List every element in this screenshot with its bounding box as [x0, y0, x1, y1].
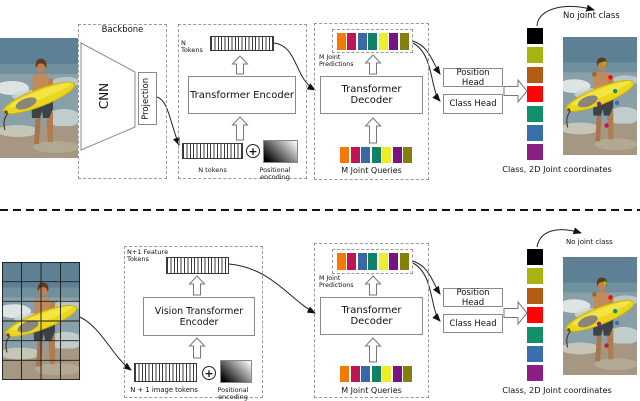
output-class-column-bottom	[527, 249, 543, 382]
vision-transformer-encoder-box: Vision Transformer Encoder	[143, 297, 255, 336]
color-square	[347, 253, 356, 270]
output-class-column-top	[527, 28, 543, 161]
color-square	[527, 86, 543, 103]
color-square	[527, 249, 543, 265]
color-square	[527, 326, 543, 343]
m-joint-predictions-label-top: M Joint Predictions	[319, 54, 354, 69]
color-square	[527, 365, 543, 382]
token-bar-encoded-top	[210, 36, 274, 51]
output-caption-top: Class, 2D Joint coordinates	[502, 164, 612, 174]
color-square	[371, 365, 381, 382]
vit-encoder-group-box	[124, 246, 263, 398]
color-square	[392, 365, 402, 382]
color-square	[347, 32, 356, 50]
color-square	[350, 365, 360, 382]
m-joint-queries-label-bottom: M Joint Queries	[341, 386, 402, 395]
joint-queries-row-bottom	[339, 365, 413, 382]
color-square	[378, 32, 388, 50]
color-square	[527, 287, 543, 304]
class-head-box-top: Class Head	[443, 94, 503, 114]
patch-grid	[2, 262, 80, 380]
position-head-box-bottom: Position Head	[443, 288, 503, 308]
color-square	[403, 365, 412, 382]
color-square	[527, 268, 543, 285]
color-square	[392, 146, 402, 163]
output-caption-bottom: Class, 2D Joint coordinates	[502, 385, 612, 395]
color-square	[527, 124, 543, 141]
color-square	[382, 365, 391, 382]
color-square	[382, 146, 391, 163]
projection-label: Projection	[141, 77, 152, 120]
color-square	[527, 144, 543, 161]
color-square	[527, 47, 543, 64]
positional-encoding-image-top	[263, 140, 298, 163]
color-square	[389, 253, 398, 270]
color-square	[361, 146, 370, 163]
color-square	[403, 146, 412, 163]
feature-tokens-label: N+1 Feature Tokens	[127, 248, 169, 264]
encoder-group-box-top	[178, 24, 307, 179]
heads-to-output-arrow-top	[503, 78, 528, 104]
decoder-group-box-bottom	[314, 243, 429, 398]
color-square	[399, 253, 409, 270]
color-square	[340, 365, 349, 382]
color-square	[357, 253, 367, 270]
n-tokens-bottom-label: N tokens	[198, 166, 227, 174]
no-joint-class-label-top: No joint class	[563, 11, 620, 21]
color-square	[340, 146, 349, 163]
decoder-group-box-top	[314, 23, 429, 180]
color-square	[357, 32, 367, 50]
n-tokens-top-label: N Tokens	[181, 39, 203, 55]
color-square	[350, 146, 360, 163]
transformer-decoder-box-bottom: Transformer Decoder	[320, 297, 423, 335]
color-square	[527, 28, 543, 44]
output-image-top	[563, 37, 637, 155]
image-tokens-label: N + 1 image tokens	[130, 386, 198, 394]
cnn-label: CNN	[97, 82, 112, 110]
output-image-bottom	[563, 257, 637, 375]
joint-predictions-row-top	[332, 29, 413, 53]
joint-queries-row-top	[339, 146, 413, 163]
projection-box: Projection	[138, 72, 157, 125]
color-square	[336, 253, 346, 270]
position-head-box-top: Position Head	[443, 68, 503, 88]
class-head-box-bottom: Class Head	[443, 314, 503, 333]
color-square	[389, 32, 398, 50]
color-square	[527, 66, 543, 83]
backbone-box	[78, 24, 167, 179]
heads-to-output-arrow-bottom	[503, 300, 528, 326]
backbone-label: Backbone	[101, 25, 144, 35]
transformer-encoder-box: Transformer Encoder	[188, 76, 296, 114]
color-square	[527, 105, 543, 122]
plus-icon: +	[202, 366, 216, 380]
m-joint-queries-label-top: M Joint Queries	[341, 166, 402, 175]
positional-encoding-label-bottom: Positional encoding	[217, 386, 249, 401]
input-image-top	[0, 38, 78, 158]
color-square	[336, 32, 346, 50]
color-square	[368, 32, 377, 50]
color-square	[378, 253, 388, 270]
positional-encoding-label-top: Positional encoding	[259, 166, 291, 182]
token-bar-input-bottom	[134, 363, 197, 382]
color-square	[527, 345, 543, 362]
no-joint-class-label-bottom: No joint class	[566, 238, 613, 246]
color-square	[368, 253, 377, 270]
token-bar-encoded-bottom	[166, 257, 229, 274]
color-square	[371, 146, 381, 163]
transformer-decoder-box-top: Transformer Decoder	[320, 76, 423, 114]
color-square	[399, 32, 409, 50]
color-square	[361, 365, 370, 382]
token-bar-input-top	[182, 143, 243, 159]
m-joint-predictions-label-bottom: M Joint Predictions	[319, 275, 354, 290]
input-image-bottom-gridded	[2, 262, 80, 380]
positional-encoding-image-bottom	[220, 360, 252, 383]
color-square	[527, 307, 543, 324]
plus-icon: +	[246, 144, 260, 158]
joint-predictions-row-bottom	[332, 249, 413, 274]
